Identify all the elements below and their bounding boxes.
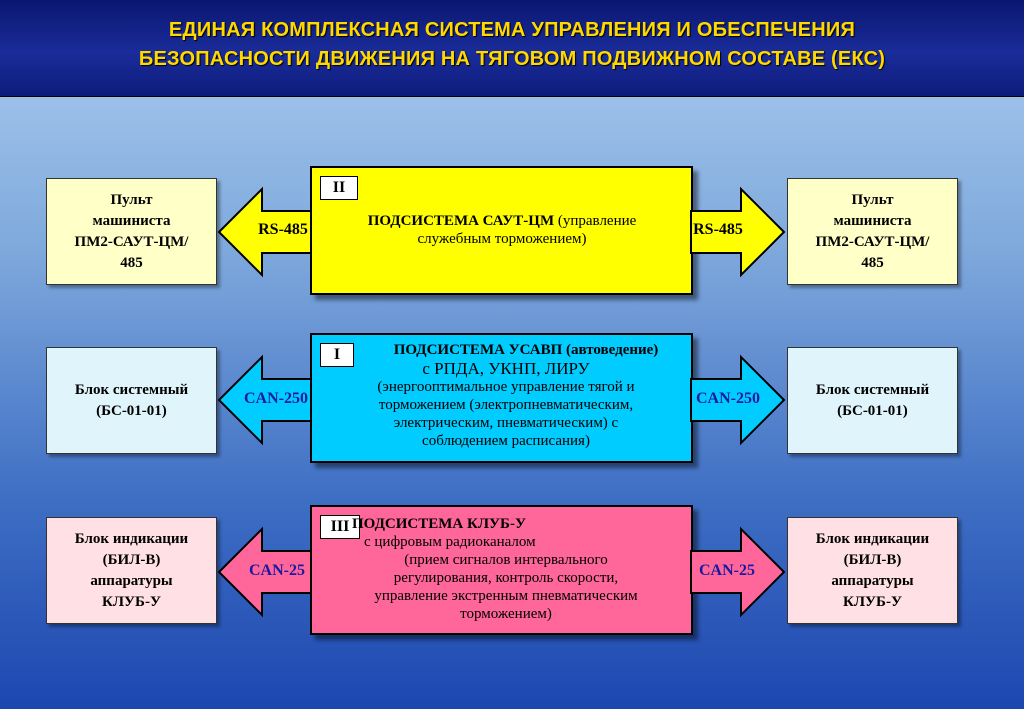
protocol-label-right: CAN-25 xyxy=(699,562,755,579)
box-line: машиниста xyxy=(92,212,171,229)
protocol-label-left: CAN-25 xyxy=(249,562,305,579)
roman-numeral-badge: II xyxy=(320,176,358,200)
left-box-system-unit: Блок системный (БС-01-01) xyxy=(46,347,217,454)
subsystem-title: ПОДСИСТЕМА САУТ-ЦМ xyxy=(367,213,555,229)
subsystem-description: управление экстренным пневматическим xyxy=(374,588,638,604)
header-banner: ЕДИНАЯ КОМПЛЕКСНАЯ СИСТЕМА УПРАВЛЕНИЯ И … xyxy=(0,0,1024,97)
subsystem-text: ПОДСИСТЕМА САУТ-ЦМ (управление служебным… xyxy=(322,212,682,248)
box-line: КЛУБ-У xyxy=(843,593,902,610)
arrow-shape xyxy=(690,186,786,278)
box-line: (БИЛ-В) xyxy=(102,551,161,568)
title-line-1: ЕДИНАЯ КОМПЛЕКСНАЯ СИСТЕМА УПРАВЛЕНИЯ И … xyxy=(168,19,856,41)
box-line: (БИЛ-В) xyxy=(843,551,902,568)
box-line: машиниста xyxy=(833,212,912,229)
title-line-2: БЕЗОПАСНОСТИ ДВИЖЕНИЯ НА ТЯГОВОМ ПОДВИЖН… xyxy=(138,48,886,70)
subsystem-title: ПОДСИСТЕМА УСАВП (автоведение) xyxy=(393,342,659,358)
box-line: Пульт xyxy=(110,191,153,208)
right-box-system-unit: Блок системный (БС-01-01) xyxy=(787,347,958,454)
subsystem-description: электрическим, пневматическим) с xyxy=(393,415,619,431)
arrow-shape xyxy=(690,354,786,446)
subsystem-description: торможением) xyxy=(460,606,552,622)
protocol-label-right: RS-485 xyxy=(693,221,743,238)
right-box-indication-unit: Блок индикации (БИЛ-В) аппаратуры КЛУБ-У xyxy=(787,517,958,624)
subsystem-title-suffix: (управление xyxy=(554,213,637,229)
box-line: ПМ2-САУТ-ЦМ/ xyxy=(815,233,930,250)
page-title: ЕДИНАЯ КОМПЛЕКСНАЯ СИСТЕМА УПРАВЛЕНИЯ И … xyxy=(0,16,1024,74)
subsystem-title: ПОДСИСТЕМА КЛУБ-У xyxy=(352,516,526,532)
left-box-indication-unit: Блок индикации (БИЛ-В) аппаратуры КЛУБ-У xyxy=(46,517,217,624)
subsystem-description: (энергооптимальное управление тягой и xyxy=(377,379,635,395)
subsystem-description: соблюдением расписания) xyxy=(422,433,590,449)
box-line: (БС-01-01) xyxy=(837,402,908,419)
subsystem-description: служебным торможением) xyxy=(417,231,587,247)
arrow-right-rs485 xyxy=(690,186,786,278)
subsystem-box-saut: II ПОДСИСТЕМА САУТ-ЦМ (управление служеб… xyxy=(310,166,693,295)
subsystem-box-klub: III ПОДСИСТЕМА КЛУБ-У с цифровым радиока… xyxy=(310,505,693,635)
box-line: Блок индикации xyxy=(74,530,189,547)
box-line: Пульт xyxy=(851,191,894,208)
subsystem-text: ПОДСИСТЕМА КЛУБ-У с цифровым радиоканало… xyxy=(326,515,686,623)
protocol-label-right: CAN-250 xyxy=(696,390,760,407)
box-line: Блок системный xyxy=(815,381,930,398)
subsystem-text: ПОДСИСТЕМА УСАВП (автоведение) с РПДА, У… xyxy=(326,341,686,450)
box-line: ПМ2-САУТ-ЦМ/ xyxy=(74,233,189,250)
subsystem-title-line: ПОДСИСТЕМА САУТ-ЦМ (управление xyxy=(322,212,682,230)
arrow-right-can25 xyxy=(690,526,786,618)
roman-numeral-badge: I xyxy=(320,343,354,367)
left-box-saut-console: Пульт машиниста ПМ2-САУТ-ЦМ/ 485 xyxy=(46,178,217,285)
box-line: Блок индикации xyxy=(815,530,930,547)
subsystem-box-usavp: I ПОДСИСТЕМА УСАВП (автоведение) с РПДА,… xyxy=(310,333,693,463)
box-line: 485 xyxy=(861,254,884,271)
subsystem-description: торможением (электропневматическим, xyxy=(378,397,634,413)
box-line: 485 xyxy=(120,254,143,271)
box-line: КЛУБ-У xyxy=(102,593,161,610)
subsystem-subtitle: с РПДА, УКНП, ЛИРУ xyxy=(422,359,590,378)
subsystem-description: (прием сигналов интервального xyxy=(404,552,608,568)
box-line: Блок системный xyxy=(74,381,189,398)
protocol-label-left: CAN-250 xyxy=(244,390,308,407)
arrow-right-can250 xyxy=(690,354,786,446)
box-line: (БС-01-01) xyxy=(96,402,167,419)
box-line: аппаратуры xyxy=(831,572,914,589)
roman-numeral-badge: III xyxy=(320,515,360,539)
arrow-shape xyxy=(690,526,786,618)
subsystem-subtitle: с цифровым радиоканалом xyxy=(364,534,536,550)
box-line: аппаратуры xyxy=(90,572,173,589)
protocol-label-left: RS-485 xyxy=(258,221,308,238)
subsystem-description: регулирования, контроль скорости, xyxy=(393,570,619,586)
right-box-saut-console: Пульт машиниста ПМ2-САУТ-ЦМ/ 485 xyxy=(787,178,958,285)
